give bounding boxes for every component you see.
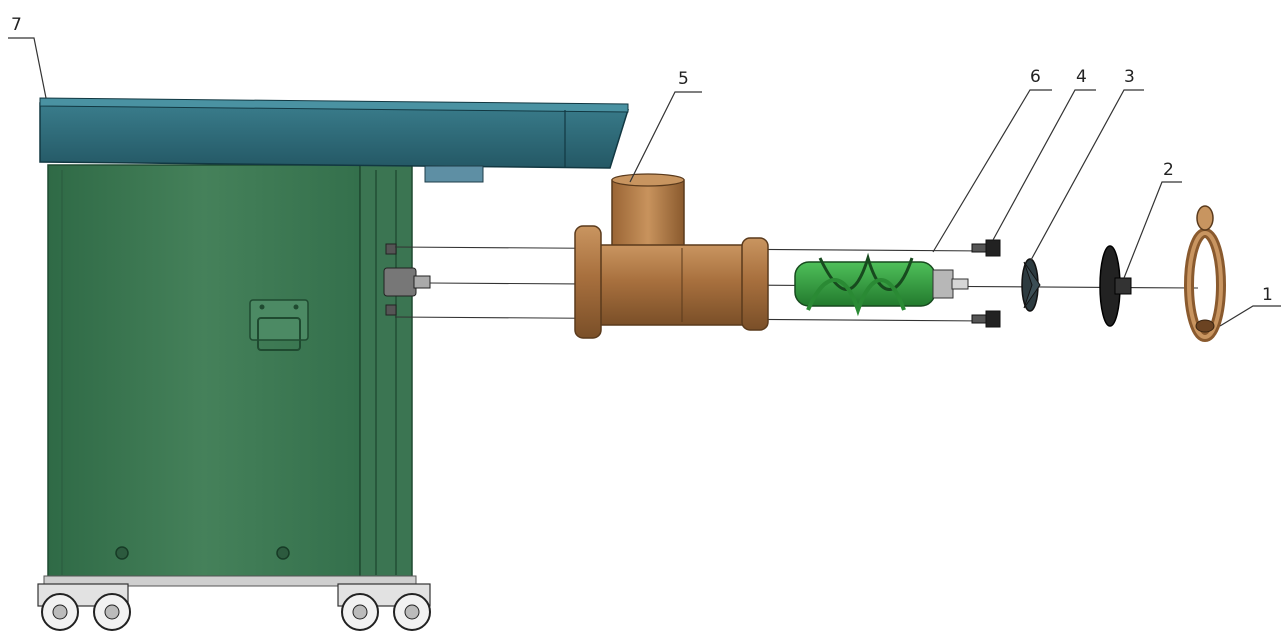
cabinet-front-panel — [47, 164, 361, 581]
callout-2: 2 — [1123, 160, 1182, 279]
housing-rear-flange — [574, 225, 602, 339]
callout-label-5: 5 — [678, 69, 689, 89]
cabinet-hole — [115, 546, 129, 560]
bolt — [971, 243, 987, 253]
callout-4: 4 — [992, 67, 1096, 241]
callout-5: 5 — [629, 69, 702, 183]
machine-cabinet — [43, 164, 431, 587]
callout-label-7: 7 — [11, 15, 22, 35]
cabinet-handle — [249, 299, 309, 351]
callout-label-1: 1 — [1262, 285, 1273, 305]
bolt-head — [985, 239, 1001, 257]
cabinet-hole — [276, 546, 290, 560]
caster-wheel — [37, 583, 131, 631]
cutting-knife — [1021, 258, 1041, 312]
callout-7: 7 — [8, 15, 47, 99]
caster-wheels — [37, 583, 431, 631]
mounting-studs — [383, 243, 431, 316]
cabinet-side-panel — [359, 164, 413, 581]
housing-front-ring — [741, 237, 769, 331]
bolt-head — [985, 310, 1001, 328]
perforated-plate — [1099, 245, 1132, 327]
feed-screw-auger — [794, 252, 969, 317]
callout-label-3: 3 — [1124, 67, 1135, 87]
callout-1: 1 — [1219, 285, 1281, 327]
bolts — [971, 239, 1001, 328]
callout-label-4: 4 — [1076, 67, 1087, 87]
cabinet-base-rail — [43, 575, 417, 587]
callout-label-6: 6 — [1030, 67, 1041, 87]
callout-6: 6 — [932, 67, 1052, 253]
bolt — [971, 314, 987, 324]
locking-ring — [1184, 205, 1226, 342]
caster-wheel — [337, 583, 431, 631]
callout-3: 3 — [1030, 67, 1144, 261]
housing-barrel — [591, 244, 765, 326]
callout-label-2: 2 — [1163, 160, 1174, 180]
grinder-housing — [574, 173, 769, 339]
top-plate — [39, 97, 630, 183]
housing-feed-neck — [611, 179, 685, 257]
